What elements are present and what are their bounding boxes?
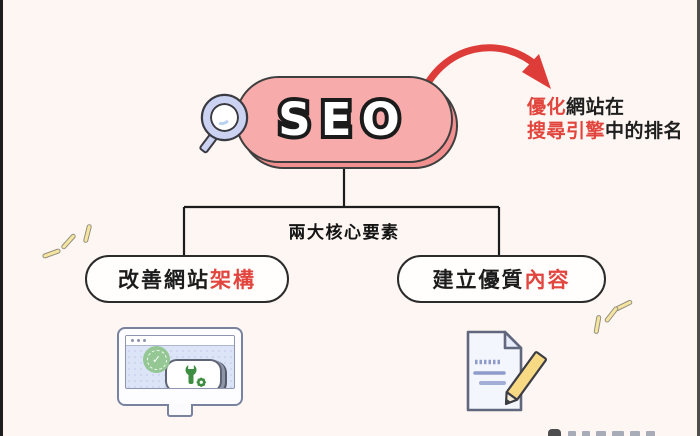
curved-arrow-icon [419,44,551,96]
left-edge-bar [0,0,3,436]
branch-quality-content: 建立優質內容 [397,255,606,303]
note-line-2: 搜尋引擎中的排名 [527,120,684,142]
right-edge-bar [697,0,700,436]
monitor-stand [167,403,193,417]
settings-card [165,359,222,388]
content-document-icon [466,330,548,412]
partial-watermark [548,428,678,436]
seo-definition-note: 優化網站在 搜尋引擎中的排名 [527,95,683,143]
wrench-gear-icon [185,363,206,387]
check-badge-icon: ✓ [143,346,170,373]
magnifying-glass-icon [203,96,246,139]
core-elements-label: 兩大核心要素 [288,223,400,243]
branch-site-structure: 改善網站架構 [85,255,289,303]
pencil-icon [504,351,548,406]
seo-pill: SEO SEO [235,76,453,163]
note-line-1: 優化網站在 [527,96,625,118]
browser-bar [126,336,234,346]
monitor-frame: ✓ [117,327,243,406]
monitor-screen [125,335,235,389]
seo-title: SEO SEO [274,89,410,150]
website-structure-monitor-icon: ✓ [117,327,243,418]
lens-glint [213,110,232,127]
gear-icon [196,377,206,387]
